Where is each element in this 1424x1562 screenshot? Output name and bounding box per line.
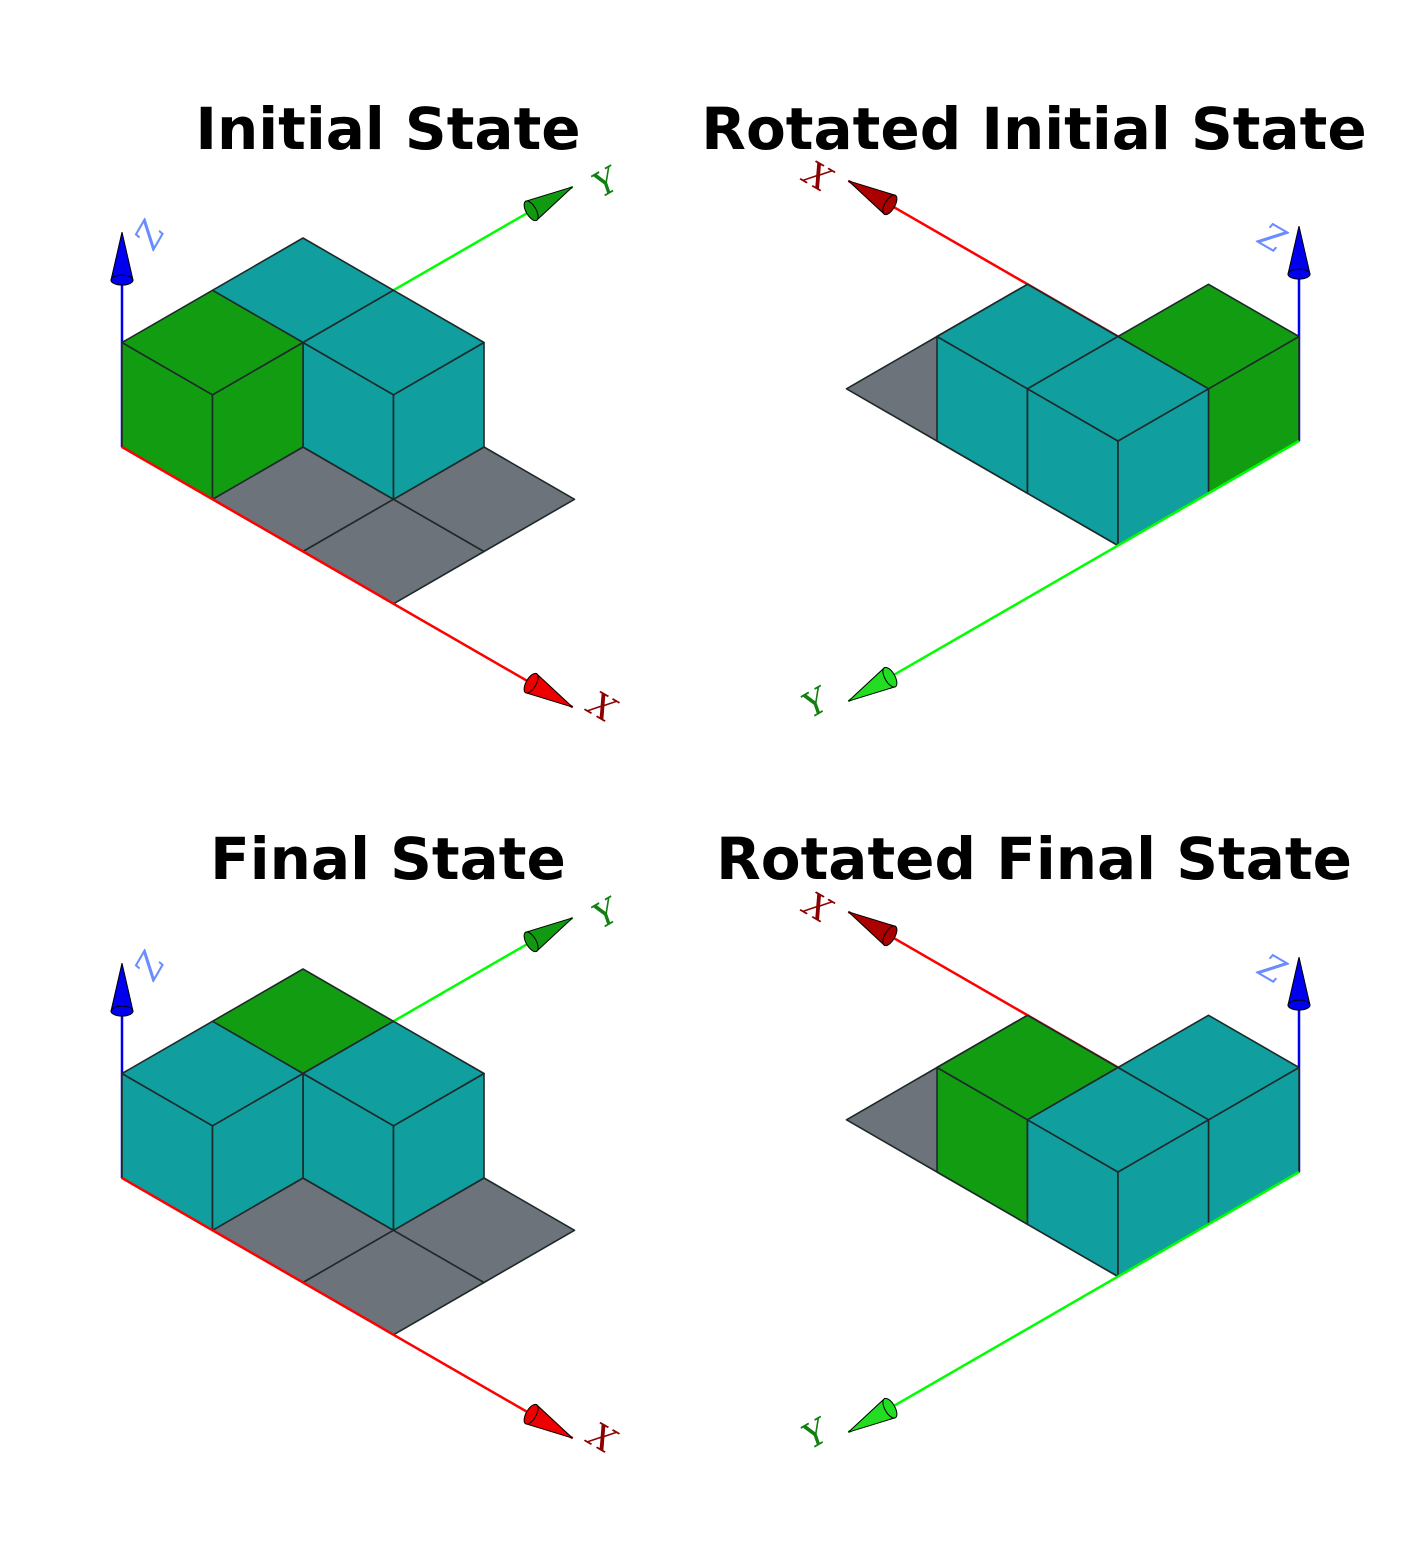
x-axis-arrow-icon-base: [523, 1403, 539, 1425]
teal-cube: [302, 1020, 485, 1232]
y-axis-arrow-icon-base: [523, 200, 539, 222]
x-axis-arrow-icon-base: [882, 194, 898, 216]
z-axis-arrow-icon: [1287, 956, 1311, 1006]
y-axis-arrow-icon-base: [523, 931, 539, 953]
x-axis-label: X: [579, 683, 624, 732]
panel-3-diagram: Z Y X: [110, 889, 629, 1463]
z-axis-arrow-icon: [110, 231, 134, 281]
panel-2-diagram: X Z Y: [794, 152, 1311, 727]
y-axis-label: Y: [586, 158, 629, 206]
z-axis-arrow-icon: [1287, 225, 1311, 275]
cube-face-top: [1026, 335, 1210, 442]
x-axis-arrow-icon-base: [523, 672, 539, 694]
y-axis-label: Y: [796, 679, 839, 727]
y-axis-label: Y: [586, 889, 629, 937]
y-axis-arrow-icon-base: [882, 666, 898, 688]
y-axis-label: Y: [796, 1410, 839, 1458]
x-axis-label: X: [794, 152, 839, 201]
panel-4-diagram: X Z Y: [794, 883, 1311, 1458]
x-axis-line: [121, 445, 574, 709]
cube-face-top: [121, 1020, 304, 1127]
x-axis-label: X: [579, 1414, 624, 1463]
z-axis-arrow-icon-base: [110, 1005, 134, 1017]
cube-face-top: [302, 289, 485, 396]
panel-title-rotated-initial-state: Rotated Initial State: [701, 95, 1367, 163]
z-axis-label: Z: [127, 214, 175, 257]
panel-title-final-state: Final State: [210, 825, 566, 893]
x-axis-line: [121, 1176, 574, 1440]
z-axis-arrow-icon-base: [1287, 999, 1311, 1011]
panel-1-diagram: Z Y X: [110, 158, 629, 732]
panel-title-rotated-final-state: Rotated Final State: [716, 825, 1352, 893]
z-axis-arrow-icon: [110, 962, 134, 1012]
z-axis-label: Z: [1251, 946, 1294, 994]
cube-face-top: [121, 289, 304, 396]
x-axis-label: X: [794, 883, 839, 932]
cube-face-top: [1026, 1066, 1210, 1173]
teal-cube: [302, 289, 485, 501]
x-axis-arrow-icon-base: [882, 925, 898, 947]
teal-cube: [121, 1020, 304, 1232]
y-axis-line: [847, 1170, 1300, 1434]
z-axis-label: Z: [127, 945, 175, 988]
panel-title-initial-state: Initial State: [195, 95, 581, 163]
y-axis-line: [847, 439, 1300, 703]
cube-face-top: [302, 1020, 485, 1127]
z-axis-arrow-icon-base: [1287, 268, 1311, 280]
teal-cube: [1026, 335, 1210, 547]
y-axis-arrow-icon-base: [882, 1397, 898, 1419]
z-axis-label: Z: [1251, 215, 1294, 263]
z-axis-arrow-icon-base: [110, 274, 134, 286]
